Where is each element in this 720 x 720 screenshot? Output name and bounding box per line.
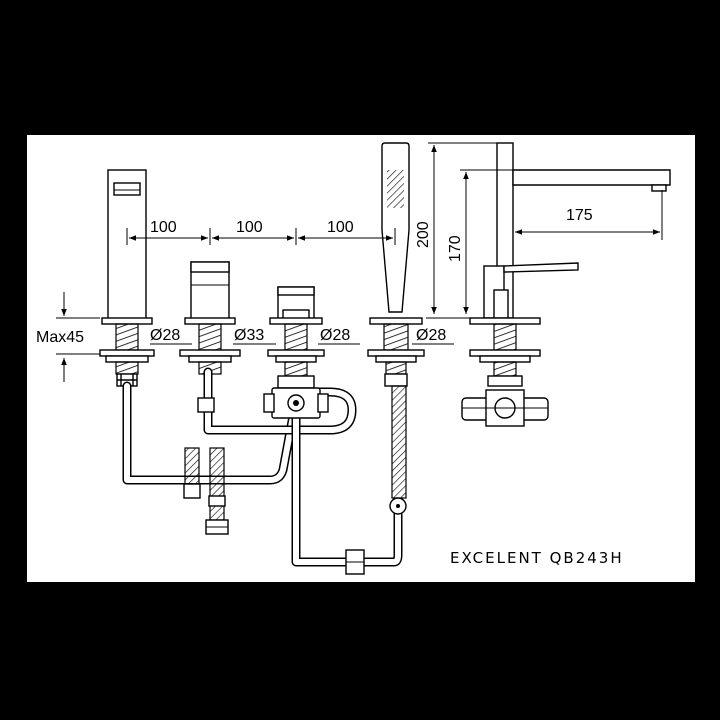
pipework — [122, 367, 407, 575]
dim-hole-1: Ø28 — [150, 327, 180, 344]
valve-1 — [99, 169, 155, 387]
dim-hole-2: Ø33 — [234, 327, 264, 344]
hand-shower — [367, 142, 425, 387]
dim-hole-3: Ø28 — [320, 327, 350, 344]
dim-hole-4: Ø28 — [416, 327, 446, 344]
model-label: EXCELENT QB243H — [450, 549, 624, 567]
dim-spacing-2: 100 — [236, 219, 263, 236]
valve-3 — [267, 286, 325, 389]
dimension-lines — [56, 142, 663, 382]
valve-2 — [179, 261, 241, 375]
side-view — [461, 142, 671, 427]
dim-spout-reach: 175 — [566, 207, 593, 224]
dim-spacing-1: 100 — [150, 219, 177, 236]
dim-deck-thickness: Max45 — [36, 329, 84, 346]
dim-spacing-3: 100 — [327, 219, 354, 236]
dim-height-total: 200 — [415, 221, 432, 248]
dim-height-spout: 170 — [447, 235, 464, 262]
